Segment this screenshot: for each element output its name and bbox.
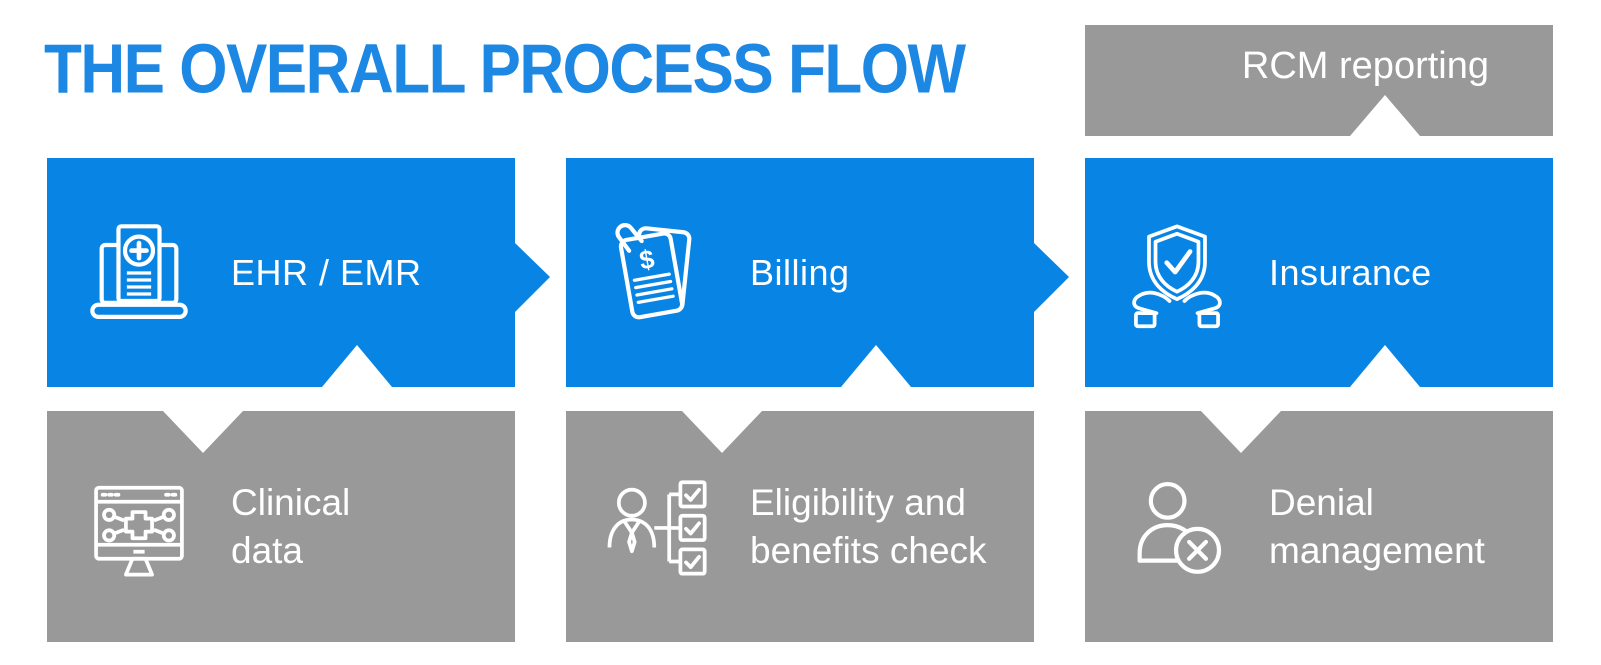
sub-label-line2: management [1269,529,1485,571]
step-box-insurance: Insurance [1085,158,1553,387]
sub-label-line2: benefits check [750,529,987,571]
rcm-reporting-box: RCM reporting [1085,25,1553,136]
page-title: THE OVERALL PROCESS FLOW [44,31,966,109]
sub-box-eligibility: Eligibility and benefits check [566,411,1034,642]
step-box-billing: $ Billing [566,158,1069,387]
svg-text:$: $ [637,243,657,275]
sub-label-clinical-data: Clinical data [231,479,350,575]
step-label-billing: Billing [750,251,850,293]
step-box-ehr-emr: EHR / EMR [47,158,550,387]
denial-user-x-icon [1121,471,1233,583]
sub-label-denial-management: Denial management [1269,479,1485,575]
sub-label-line1: Eligibility and [750,481,966,523]
ehr-laptop-medical-record-icon [83,217,195,329]
clinical-data-monitor-icon [83,471,195,583]
sub-label-line1: Clinical [231,481,351,523]
rcm-reporting-label: RCM reporting [1241,45,1489,87]
insurance-shield-hands-icon [1121,217,1233,329]
eligibility-checklist-icon [602,471,714,583]
sub-label-line1: Denial [1269,481,1374,523]
step-label-insurance: Insurance [1269,251,1432,293]
sub-box-denial-management: Denial management [1085,411,1553,642]
billing-invoice-icon: $ [602,217,714,329]
sub-label-line2: data [231,529,304,571]
sub-box-clinical-data: Clinical data [47,411,515,642]
step-label-ehr-emr: EHR / EMR [231,251,422,293]
sub-label-eligibility: Eligibility and benefits check [750,479,987,575]
